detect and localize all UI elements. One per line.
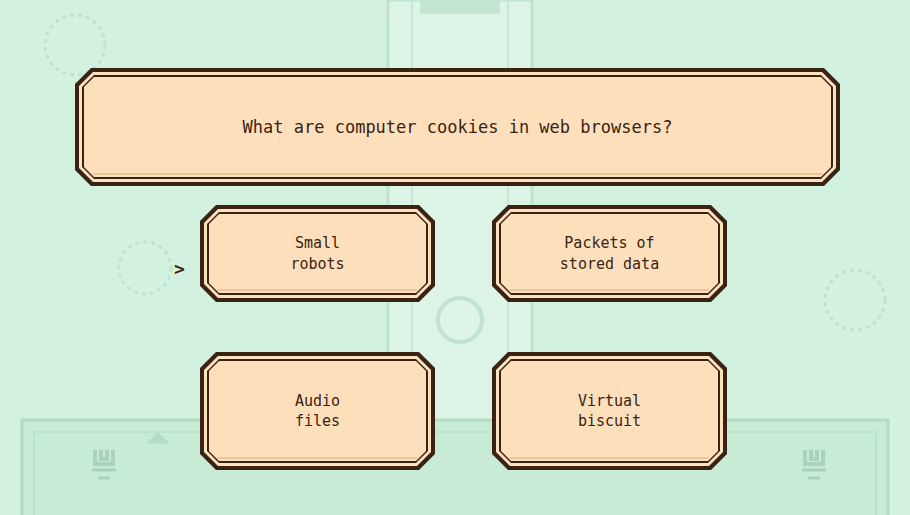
frame-layer: [204, 356, 431, 466]
frame-layer: [496, 209, 723, 298]
answer-box: Virtual biscuit: [492, 352, 727, 470]
question-text: What are computer cookies in web browser…: [243, 116, 673, 139]
frame-layer: [75, 68, 840, 186]
box-content: Virtual biscuit: [492, 352, 727, 470]
frame-layer: [209, 361, 426, 461]
frame-shade: [510, 289, 709, 291]
frame-layer: [82, 75, 833, 179]
frame-layer: [207, 359, 428, 463]
pixel-frame: [492, 205, 727, 302]
frame-shade: [218, 457, 417, 459]
answer-box: Packets of stored data: [492, 205, 727, 302]
answer-box: Small robots: [200, 205, 435, 302]
box-content: Small robots: [200, 205, 435, 302]
frame-layer: [501, 361, 718, 461]
frame-layer: [496, 356, 723, 466]
frame-shade: [93, 173, 822, 175]
selection-cursor: >: [174, 258, 185, 279]
box-content: Packets of stored data: [492, 205, 727, 302]
frame-layer: [499, 359, 720, 463]
answer-text: Audio files: [290, 391, 344, 432]
frame-shade: [218, 289, 417, 291]
frame-layer: [204, 209, 431, 298]
frame-layer: [499, 212, 720, 295]
question-box: What are computer cookies in web browser…: [75, 68, 840, 186]
box-content: Audio files: [200, 352, 435, 470]
box-content: What are computer cookies in web browser…: [75, 68, 840, 186]
frame-layer: [209, 214, 426, 293]
pixel-frame: [492, 352, 727, 470]
pixel-frame: [200, 352, 435, 470]
frame-layer: [79, 72, 836, 182]
frame-layer: [200, 352, 435, 470]
answer-box: Audio files: [200, 352, 435, 470]
frame-layer: [207, 212, 428, 295]
frame-layer: [492, 352, 727, 470]
frame-shade: [510, 457, 709, 459]
frame-layer: [501, 214, 718, 293]
frame-layer: [200, 205, 435, 302]
answer-text: Small robots: [281, 233, 353, 274]
answer-text: Virtual biscuit: [573, 391, 645, 432]
frame-layer: [84, 77, 831, 177]
frame-layer: [492, 205, 727, 302]
pixel-frame: [200, 205, 435, 302]
answer-text: Packets of stored data: [560, 233, 659, 274]
